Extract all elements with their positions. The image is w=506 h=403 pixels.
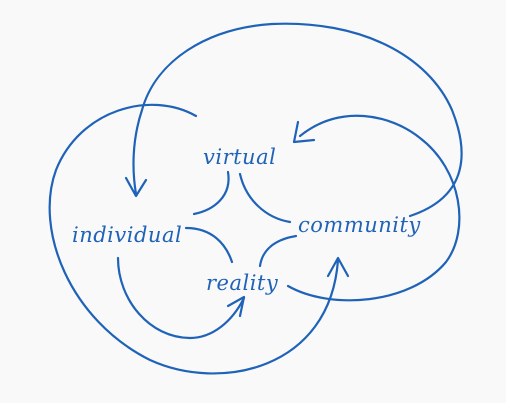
connector-individual-reality — [184, 226, 234, 264]
arrowhead-to-virtual — [292, 120, 316, 144]
outer-top-loop — [132, 22, 463, 218]
individual-reality-loop — [116, 256, 246, 340]
node-virtual: virtual — [203, 145, 276, 169]
node-community: community — [298, 213, 421, 237]
connector-virtual-individual — [192, 170, 230, 216]
arrowhead-to-reality — [226, 295, 246, 318]
node-reality: reality — [206, 271, 279, 295]
right-loop — [286, 114, 461, 302]
connector-community-reality — [258, 234, 298, 268]
arrowhead-to-community — [326, 256, 350, 278]
connector-virtual-community — [238, 172, 292, 224]
node-individual: individual — [72, 223, 182, 247]
arrowhead-to-individual — [124, 176, 148, 198]
left-bottom-loop — [48, 103, 340, 375]
